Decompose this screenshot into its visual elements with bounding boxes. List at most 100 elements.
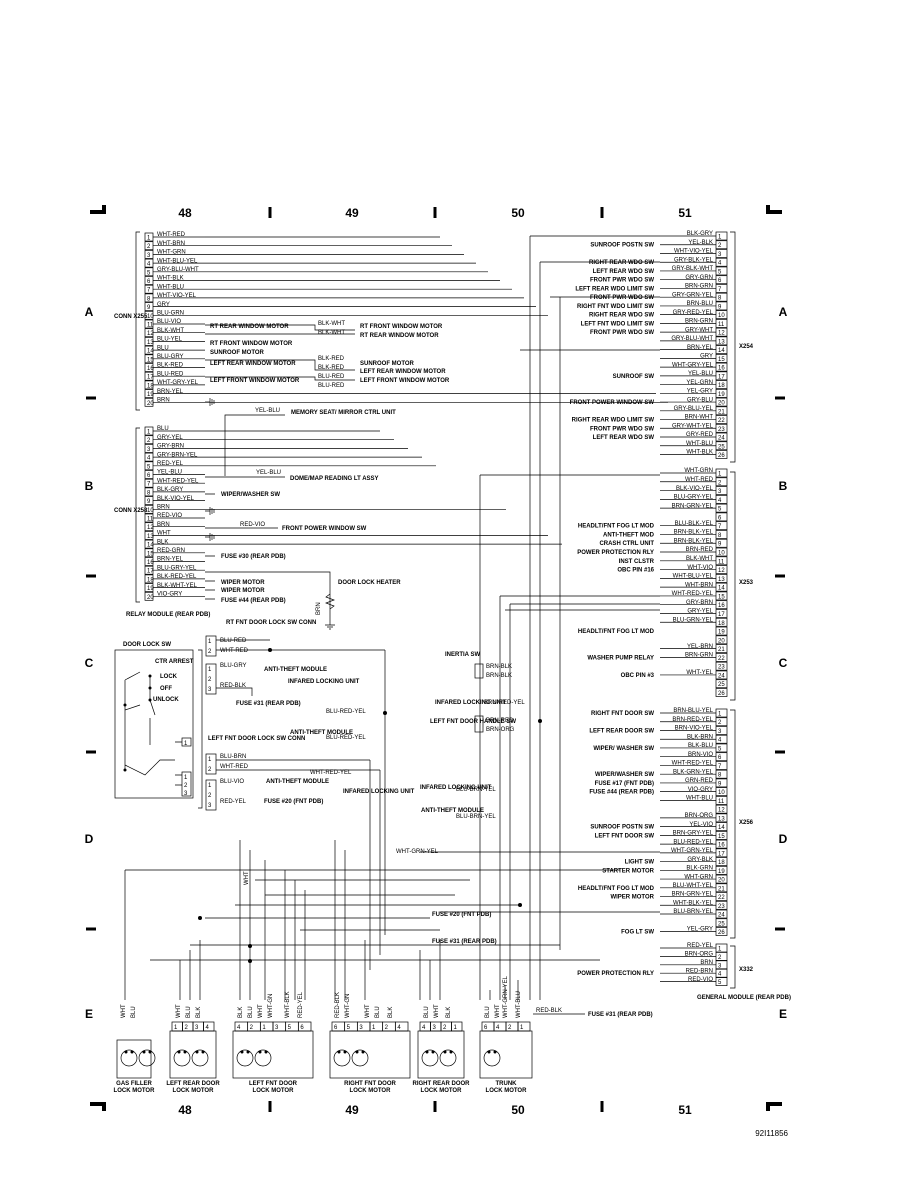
motor-icon: [421, 1049, 439, 1067]
x256-pin-number: 16: [718, 843, 725, 849]
x258-load-label: WIPER MOTOR: [221, 580, 265, 586]
x256-wire-label: BLU-RED-YEL: [673, 839, 713, 845]
motor-wire-label: BLU: [131, 1006, 137, 1018]
motor-terminal-icon: [355, 1050, 359, 1054]
col-label-top-48: 48: [178, 206, 192, 220]
x256-pin-number: 15: [718, 834, 725, 840]
x256-pin-number: 5: [718, 746, 722, 752]
x256-pin-number: 20: [718, 878, 725, 884]
x258-pin-number: 6: [147, 473, 151, 479]
wht-grn-yel-center: WHT-GRN-YEL: [396, 849, 439, 855]
general-module-label: GENERAL MODULE (REAR PDB): [697, 995, 791, 1001]
x253-wire-label: WHT-YEL: [686, 670, 713, 676]
x258-pin-number: 15: [147, 551, 154, 557]
motor-wire-label: BLU: [375, 1006, 381, 1018]
x253-function-label: ANTI-THEFT MOD: [603, 532, 655, 538]
x258-wire-label: BRN: [157, 505, 170, 511]
x254-wire-label: YEL-BLK: [688, 240, 713, 246]
motor-terminal-icon: [343, 1050, 347, 1054]
x254-wire-label: GRY-RED-YEL: [673, 310, 714, 316]
motor-wire-label: WHT: [258, 1004, 264, 1018]
x254-wire-label: GRY-WHT-YEL: [672, 423, 714, 429]
x256-wire-label: BLU-BRN-YEL: [673, 909, 713, 915]
x258-wire-label: BLK-RED-YEL: [157, 574, 197, 580]
x255-pin-number: 8: [147, 296, 151, 302]
col-label-bottom-49: 49: [345, 1103, 359, 1117]
x253-pin-number: 3: [718, 489, 722, 495]
x254-function-label: RIGHT REAR WDO LIMIT SW: [572, 418, 655, 424]
x258-conn-label: CONN X258: [114, 508, 148, 514]
motor-terminal-icon: [493, 1050, 497, 1054]
x254-function-label: FRONT PWR WDO SW: [590, 278, 654, 284]
x253-function-label: POWER PROTECTION RLY: [577, 550, 654, 556]
infared-wire-right: BRN-RED-YEL: [484, 700, 525, 706]
x258-wire-label: WHT: [157, 531, 171, 537]
motor-icon: [483, 1049, 501, 1067]
x253-pin-number: 9: [718, 542, 722, 548]
x256-pin-number: 25: [718, 921, 725, 927]
x332-pin-number: 2: [718, 955, 722, 961]
x255-pin-number: 7: [147, 288, 151, 294]
svg-text:1: 1: [208, 757, 212, 763]
x253-function-label: INST CLSTR: [619, 559, 655, 565]
svg-text:1: 1: [208, 639, 212, 645]
x253-wire-label: YEL-BRN: [687, 644, 713, 650]
rt-fuse31-label: FUSE #31 (REAR PDB): [236, 701, 301, 707]
x256-pin-number: 14: [718, 825, 725, 831]
corner-marks: [90, 205, 782, 1111]
x253-function-label: WASHER PUMP RELAY: [587, 655, 654, 661]
x255-connector: 1WHT-RED2WHT-BRN3WHT-GRN4WHT-BLU-YEL5GRY…: [144, 232, 450, 407]
x256-function-label: STARTER MOTOR: [602, 868, 654, 874]
x255-load-label: RT REAR WINDOW MOTOR: [360, 333, 439, 339]
x332-wire-label: RED-VIO: [688, 977, 713, 983]
x254-function-label: RIGHT FNT WDO LIMIT SW: [577, 304, 654, 310]
x256-wire-label: WHT-BLU: [686, 796, 713, 802]
x255-load-label: LEFT REAR WINDOW MOTOR: [210, 361, 296, 367]
motor-name-line2: LOCK MOTOR: [421, 1088, 463, 1094]
x258-pin-number: 1: [147, 430, 151, 436]
lt-fnt-wire-1: BLU-BRN: [220, 754, 246, 760]
x253-wire-label: WHT-BRN: [685, 582, 713, 588]
door-lock-sw-ctr-arrest: CTR ARREST: [155, 659, 194, 665]
x254-function-label: LEFT REAR WDO SW: [593, 269, 655, 275]
lt-anti-theft-label: ANTI-THEFT MODULE: [266, 779, 329, 785]
svg-text:1: 1: [208, 667, 212, 673]
x256-function-label: WIPER/ WASHER SW: [593, 746, 654, 752]
x258-yel-blu-upper: YEL-BLU: [255, 408, 280, 414]
motor-pin-number: 2: [508, 1025, 512, 1031]
x258-pin-number: 8: [147, 490, 151, 496]
motor-name-line2: LOCK MOTOR: [350, 1088, 392, 1094]
x254-wire-label: BRN-BLU: [687, 301, 713, 307]
x254-pin-number: 12: [718, 331, 725, 337]
motor-wire-label: BLK: [446, 1007, 452, 1018]
inertia-wire-2: BRN-BLK: [486, 673, 512, 679]
x253-pin-number: 16: [718, 603, 725, 609]
motor-pin-number: 2: [385, 1025, 389, 1031]
x255-load-label: RT REAR WINDOW MOTOR: [210, 324, 289, 330]
x256-pin-number: 23: [718, 904, 725, 910]
motor-pin-number: 4: [397, 1025, 401, 1031]
lt-fnt-door-lock-sw-conn: LEFT FNT DOOR LOCK SW CONN 12 BLU-BRN WH…: [205, 736, 380, 811]
door-lock-sw-unlock: UNLOCK: [153, 697, 179, 703]
figure-id: 92I11856: [755, 1129, 788, 1138]
x253-function-label: HEADLT/FNT FOG LT MOD: [578, 524, 655, 530]
x256-function-label: WIPER MOTOR: [610, 895, 654, 901]
x253-wire-label: GRY-BRN: [686, 600, 713, 606]
svg-text:1: 1: [184, 775, 188, 781]
x253-pin-number: 11: [718, 559, 725, 565]
x254-wire-label: GRY: [700, 354, 713, 360]
x253-function-label: CRASH CTRL UNIT: [599, 541, 654, 547]
x258-brn-heater: BRN: [316, 602, 322, 615]
x256-wire-label: YEL-VIO: [689, 822, 713, 828]
x256-wire-label: BLK-BLU: [688, 743, 713, 749]
x255-wire-label: WHT-GRN: [157, 250, 186, 256]
x256-wire-label: WHT-GRN-YEL: [671, 848, 714, 854]
x255-pin-number: 15: [147, 357, 154, 363]
x255-load-label: RT FRONT WINDOW MOTOR: [360, 324, 443, 330]
x254-wire-label: GRY-GRN: [685, 275, 713, 281]
x258-wire-label: GRY-YEL: [157, 435, 183, 441]
motor-wire-label: WHT-GRN-YEL: [503, 975, 509, 1018]
x253-pin-number: 13: [718, 577, 725, 583]
handle-wire-1: BRN-RED: [486, 718, 514, 724]
